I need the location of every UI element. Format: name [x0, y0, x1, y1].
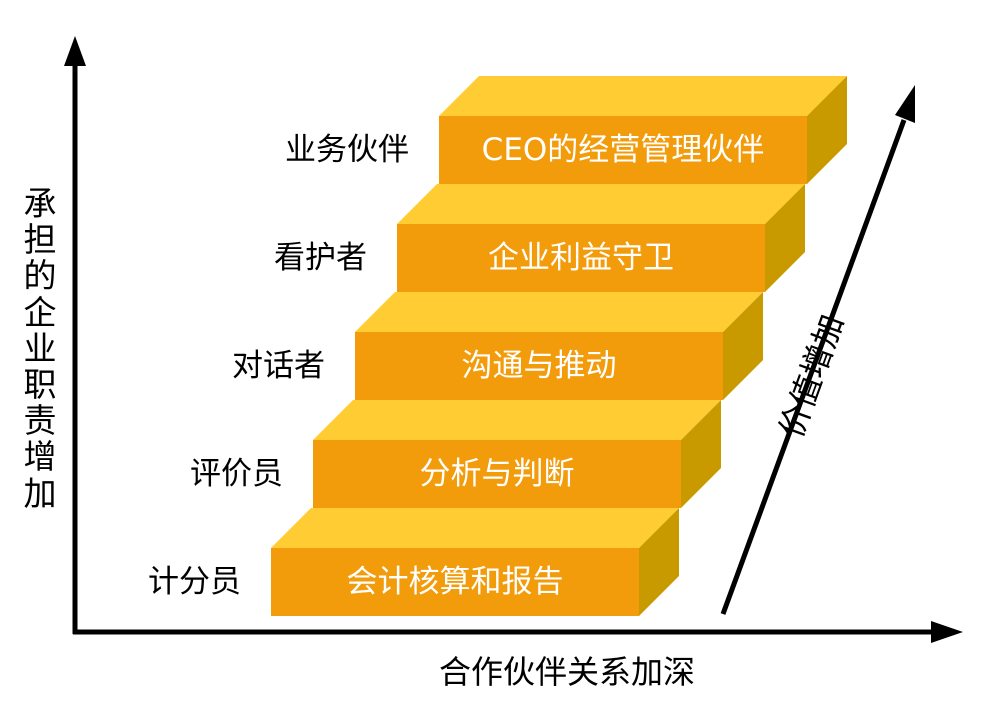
- step-side-face: [765, 184, 805, 292]
- step-front-face: [355, 332, 723, 400]
- step-5: CEO的经营管理伙伴 业务伙伴: [285, 76, 847, 184]
- step-function-label: 分析与判断: [420, 456, 575, 492]
- step-side-face: [723, 292, 763, 400]
- value-arrow-line: [720, 119, 907, 615]
- step-4: 企业利益守卫 看护者: [274, 184, 805, 292]
- step-front-face: [439, 116, 807, 184]
- step-role-label: 评价员: [190, 456, 283, 492]
- axes: [64, 36, 963, 643]
- step-function-label: 会计核算和报告: [347, 564, 564, 600]
- step-role-label: 对话者: [232, 348, 325, 384]
- y-axis-label: 承担的企业职责增加: [23, 184, 57, 513]
- x-axis-arrowhead: [931, 621, 963, 643]
- step-1: 会计核算和报告 计分员: [148, 508, 679, 616]
- step-front-face: [313, 440, 681, 508]
- step-role-label: 计分员: [148, 564, 241, 600]
- step-top-face: [355, 292, 763, 332]
- step-role-label: 看护者: [274, 240, 367, 276]
- step-2: 分析与判断 评价员: [190, 400, 721, 508]
- steps-group: 会计核算和报告 计分员 分析与判断 评价员 沟通与推动 对话者 企业利益守卫 看护者 CEO的经…: [148, 76, 847, 616]
- step-function-label: CEO的经营管理伙伴: [482, 132, 765, 168]
- value-arrow-head: [895, 85, 915, 123]
- y-axis-arrowhead: [64, 36, 86, 66]
- step-front-face: [271, 548, 639, 616]
- step-3: 沟通与推动 对话者: [232, 292, 763, 400]
- step-role-label: 业务伙伴: [285, 132, 409, 168]
- step-side-face: [639, 508, 679, 616]
- step-top-face: [313, 400, 721, 440]
- x-axis-label: 合作伙伴关系加深: [439, 653, 695, 691]
- diagonal-label: 价值增加: [772, 310, 851, 443]
- step-front-face: [397, 224, 765, 292]
- step-side-face: [807, 76, 847, 184]
- step-side-face: [681, 400, 721, 508]
- step-top-face: [397, 184, 805, 224]
- value-arrow: [720, 85, 915, 615]
- step-function-label: 沟通与推动: [462, 348, 617, 384]
- step-top-face: [271, 508, 679, 548]
- step-top-face: [439, 76, 847, 116]
- step-function-label: 企业利益守卫: [488, 240, 674, 276]
